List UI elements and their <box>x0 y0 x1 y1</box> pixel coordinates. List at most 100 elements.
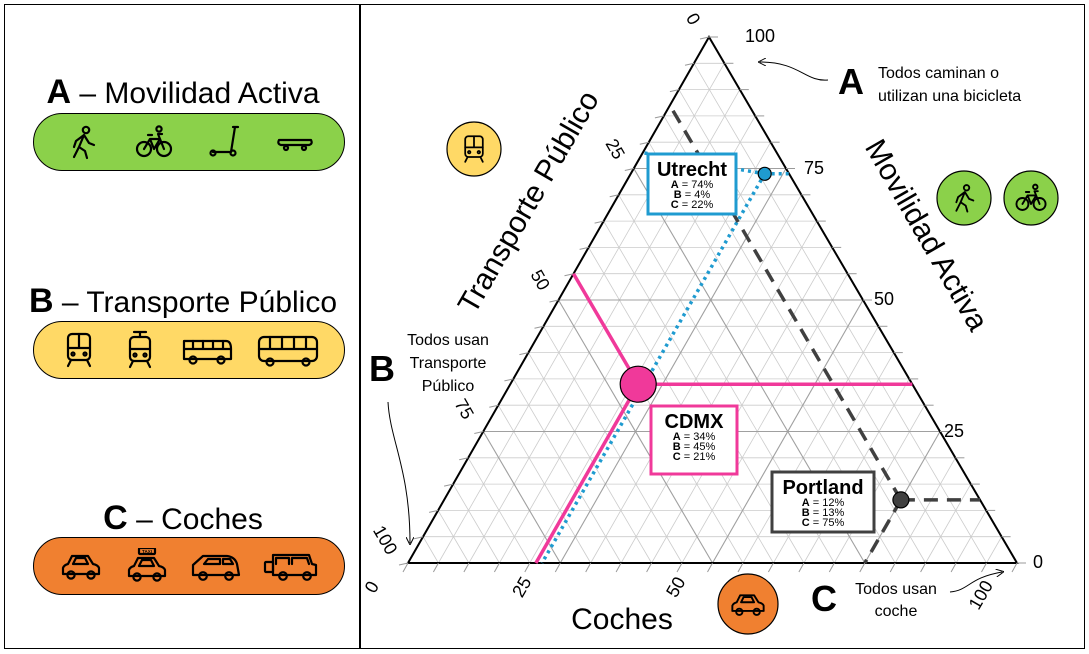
vertex-a-note: utilizan una bicicleta <box>878 88 1021 105</box>
tick-b <box>624 168 634 171</box>
tick-c <box>554 562 561 573</box>
grid-line-b <box>437 510 470 564</box>
tick-b <box>669 89 680 93</box>
train-icon <box>66 332 91 368</box>
cdmx-guide-c <box>534 383 640 564</box>
grid-line-b <box>422 536 439 564</box>
vertex-c-arrow <box>949 572 1002 593</box>
grid-line-c <box>438 63 725 564</box>
grid-line-b <box>558 299 713 564</box>
city-share: B = 45% <box>673 441 716 453</box>
tick-b <box>459 457 469 461</box>
tick-marks <box>398 36 1026 573</box>
portland-guide-c <box>863 499 903 564</box>
badge-circle <box>446 121 502 177</box>
tick-b <box>609 194 619 198</box>
a-tick-label: 25 <box>944 421 964 441</box>
tick-c <box>737 562 744 573</box>
vertex-b-arrow <box>387 401 410 543</box>
tick-b <box>534 325 544 329</box>
tick-c <box>432 562 439 573</box>
grid-line-b <box>693 63 987 564</box>
bicycle-icon <box>135 125 173 158</box>
grid-line-c <box>955 510 987 564</box>
c-tick-label: 25 <box>508 573 535 600</box>
category-a-pill <box>33 113 345 171</box>
city-box-border <box>646 152 738 216</box>
tick-b <box>489 404 499 408</box>
taxi-sign-text: TAXI <box>142 549 152 554</box>
badge-circle <box>717 573 779 635</box>
tick-c <box>1011 562 1018 573</box>
bus-icon <box>182 339 232 365</box>
grid-line-b <box>452 483 500 564</box>
taxi-icon: TAXI <box>127 548 167 582</box>
tick-c <box>676 562 683 573</box>
grid-line-b <box>528 352 652 564</box>
category-b-pill <box>33 321 345 379</box>
city-share: C = 22% <box>671 199 714 211</box>
tick-b <box>519 352 529 356</box>
tick-c <box>463 562 470 573</box>
grid-line-c <box>742 326 879 564</box>
utrecht-guide-c <box>540 172 767 564</box>
jeep-icon <box>263 553 318 581</box>
b-tick-label: 0 <box>682 10 704 29</box>
car-icon <box>61 554 101 580</box>
tick-c <box>828 562 835 573</box>
coach-icon <box>257 335 318 367</box>
vertex-b-note: Transporte <box>410 355 487 372</box>
city-name: CDMX <box>665 411 725 433</box>
vertex-b-note: Todos usan <box>407 332 489 349</box>
a-tick-label: 50 <box>874 289 894 309</box>
badge-circle <box>1003 170 1059 226</box>
tick-b <box>594 220 604 224</box>
badge-bicycle <box>1003 170 1059 226</box>
grid-line-c <box>894 457 956 564</box>
tick-c <box>402 562 409 573</box>
tick-b <box>654 115 665 119</box>
tick-b <box>684 62 695 66</box>
grid-line-c <box>620 220 818 564</box>
portland-point <box>892 491 910 509</box>
city-share: A = 34% <box>673 431 716 443</box>
city-share: B = 4% <box>674 189 711 201</box>
grid-line-c <box>925 483 972 564</box>
fine-grid <box>422 62 1002 564</box>
grid-line-b <box>467 457 531 564</box>
city-share: A = 74% <box>671 179 714 191</box>
tick-b <box>443 483 454 487</box>
a-tick-label: 0 <box>1033 552 1043 572</box>
grid-line-b <box>543 326 683 564</box>
tick-b <box>398 562 409 566</box>
b-tick-label: 50 <box>527 266 554 293</box>
vertex-c-note: Todos usan <box>855 581 937 598</box>
c-tick-label: 50 <box>662 573 689 600</box>
tick-c <box>493 562 500 573</box>
city-share: C = 21% <box>673 451 716 463</box>
train-icon <box>464 135 484 163</box>
b-tick-label: 75 <box>451 395 478 422</box>
tick-c <box>767 562 774 573</box>
tick-c <box>889 562 896 573</box>
vertex-b-letter: B <box>369 348 395 389</box>
vertex-b-note: Público <box>422 378 475 395</box>
b-tick-label: 100 <box>369 522 401 558</box>
tick-b <box>699 36 710 40</box>
grid-line-c <box>681 273 848 564</box>
city-name: Utrecht <box>657 159 727 181</box>
tick-b <box>579 246 589 250</box>
utrecht-point <box>757 166 772 181</box>
category-b-title: B – Transporte Público <box>28 282 338 320</box>
badge-pedestrian <box>936 170 992 226</box>
city-box-border <box>649 404 739 476</box>
vertex-a-arrow <box>760 62 829 81</box>
axis-title-c: Coches <box>571 603 673 636</box>
tick-c <box>859 562 866 573</box>
badge-car <box>717 573 779 635</box>
scooter-icon <box>209 125 240 157</box>
a-tick-label: 75 <box>804 158 824 178</box>
